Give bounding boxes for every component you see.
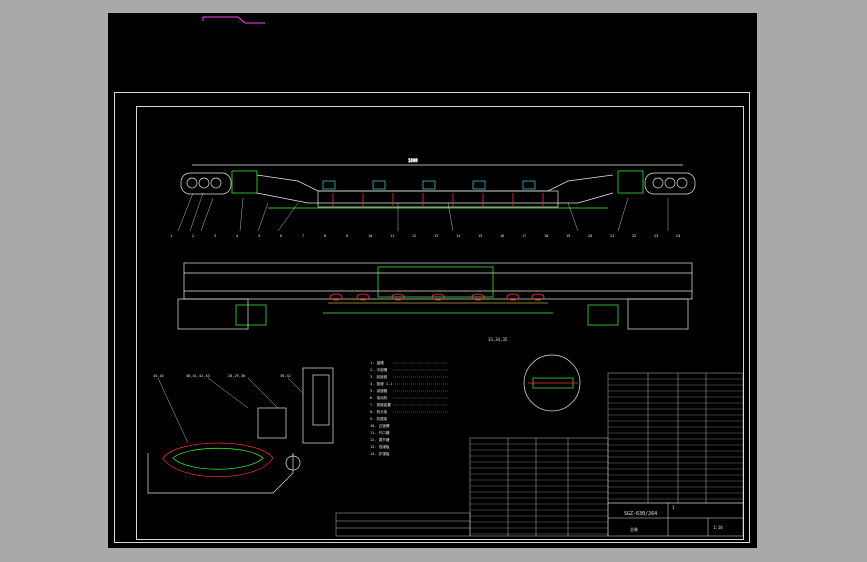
parts-list-table: [335, 372, 744, 537]
note-5: 5. 减速器: [370, 388, 388, 393]
callout-number: 12: [412, 234, 416, 238]
drawing-scale: 1:10: [713, 525, 723, 530]
title-block: [607, 502, 744, 537]
callout-number: 20: [588, 234, 592, 238]
callout-number: 10: [368, 234, 372, 238]
callout-number: 5: [258, 234, 260, 238]
note-1: 1. 溜槽: [370, 360, 384, 365]
note-6: 6. 电动机: [370, 395, 388, 400]
note-14: 14. 铲煤板: [370, 451, 390, 456]
drawing-sheet: 1880: [108, 13, 757, 548]
callout-number: 3: [214, 234, 216, 238]
technical-notes: 1. 溜槽 2. 中部槽 3. 刮板链 4. 链速 1.1 5. 减速器 6. …: [370, 360, 392, 456]
callout-number: 14: [456, 234, 460, 238]
callout-number: 19: [566, 234, 570, 238]
elevation-view: 1880: [180, 158, 696, 209]
note-9: 9. 机尾架: [370, 416, 388, 421]
section-callout: 44,45: [153, 374, 164, 378]
callout-number: 16: [500, 234, 504, 238]
section-view: [147, 367, 334, 494]
overall-dimension: 1880: [408, 158, 418, 163]
section-callout: 40,41,42,43: [186, 374, 210, 378]
note-4: 4. 链速 1.1: [370, 381, 392, 386]
callout-number: 6: [280, 234, 282, 238]
callout-number: 15: [478, 234, 482, 238]
callout-number: 24: [676, 234, 680, 238]
drawing-frame: [114, 92, 750, 543]
elevation-details: [332, 193, 544, 206]
drawing-border: [136, 106, 744, 540]
detail-circle: [523, 354, 581, 412]
callout-number: 13: [434, 234, 438, 238]
callout-number: 17: [522, 234, 526, 238]
detail-label: 33,34,35: [488, 337, 508, 342]
note-12: 12. 调节槽: [370, 437, 390, 442]
note-3: 3. 刮板链: [370, 374, 388, 379]
ucs-marker: [202, 16, 265, 24]
callout-number: 7: [302, 234, 304, 238]
callout-number: 1: [170, 234, 172, 238]
callout-number: 8: [324, 234, 326, 238]
plan-view: [177, 262, 693, 330]
callout-number: 4: [236, 234, 238, 238]
drawing-sheet-no: 1: [672, 505, 675, 510]
callout-number: 21: [610, 234, 614, 238]
section-callout: 28,29,30: [228, 374, 245, 378]
note-13: 13. 挡煤板: [370, 444, 390, 449]
note-10: 10. 过渡槽: [370, 423, 390, 428]
note-2: 2. 中部槽: [370, 367, 388, 372]
section-callout: 30,32: [280, 374, 291, 378]
callout-number: 23: [654, 234, 658, 238]
drawing-number: SGZ-630/264: [624, 511, 657, 517]
drawing-name: 总装: [630, 526, 638, 532]
cad-drawing: 1880: [147, 16, 744, 537]
callout-leaders: [177, 192, 669, 232]
callout-number: 22: [632, 234, 636, 238]
callout-number: 11: [390, 234, 394, 238]
plan-view-red: [329, 293, 545, 301]
callout-number: 18: [544, 234, 548, 238]
note-7: 7. 紧链装置: [370, 402, 391, 407]
callout-number: 2: [192, 234, 194, 238]
note-8: 8. 机头架: [370, 409, 388, 414]
callout-number: 9: [346, 234, 348, 238]
note-11: 11. 开口槽: [370, 430, 390, 435]
